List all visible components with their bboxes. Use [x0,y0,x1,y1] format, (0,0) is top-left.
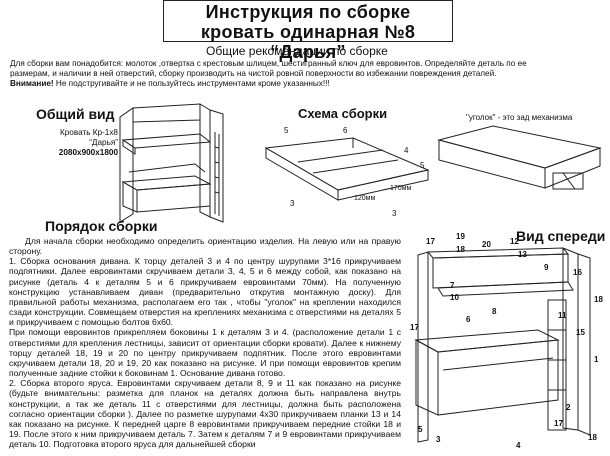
front-label-12: 12 [510,237,519,246]
corner-note: "уголок" - это зад механизма [466,113,573,122]
front-label-13: 13 [518,250,527,259]
title-line-2: кровать одинарная №8 “Дарья” [200,22,416,62]
title-box: Инструкция по сборке кровать одинарная №… [163,0,453,62]
scheme-label-5a: 5 [284,126,289,135]
model-dimensions: 2080х900х1800 [58,148,118,157]
front-label-11: 11 [558,311,567,320]
front-label-6: 6 [466,315,471,324]
order-paragraph-intro: Для начала сборки необходимо определить … [9,236,401,257]
intro-warning: Внимание! Не подстругивайте и не пользуй… [10,79,606,89]
front-label-7: 7 [450,281,455,290]
front-label-9: 9 [544,263,549,272]
general-view-heading: Общий вид [36,106,115,122]
front-label-2: 2 [566,403,571,412]
warning-text: Не подстругивайте и не пользуйтесь инстр… [53,79,330,89]
sofa-mechanism-diagram [437,125,602,190]
general-view-caption: Кровать Кр-1х8 “Дарья” 2080х900х1800 [38,128,118,158]
intro-text: Для сборки вам понадобится: молоток ,отв… [10,59,606,90]
intro-line-1: Для сборки вам понадобится: молоток ,отв… [10,59,527,68]
scheme-label-120mm: 120мм [354,195,375,202]
title-line-1: Инструкция по сборке [205,2,411,22]
front-label-16: 16 [573,268,582,277]
scheme-label-170mm: 170мм [390,185,411,192]
order-paragraph-1: 1. Сборка основания дивана. К торцу дета… [9,256,401,328]
front-view-diagram: 17 19 20 18 12 13 9 16 7 10 11 8 15 17 6… [410,232,603,450]
assembly-scheme-diagram: 5 4 6 3 5 170мм 120мм 3 [264,126,430,218]
subtitle: Общие рекомендации по сборке [206,44,388,58]
intro-line-2: размерам, и наличии в ней отверстий, сбо… [10,69,497,79]
front-label-20: 20 [482,240,491,249]
warning-label: Внимание! [10,79,54,89]
scheme-label-6: 6 [343,126,348,135]
assembly-order-heading: Порядок сборки [45,218,158,234]
scheme-label-3a: 3 [290,199,295,208]
order-paragraph-1b: При помощи евровинтов прикрепляем бокови… [9,327,401,379]
scheme-label-3b: 3 [392,209,397,218]
bunk-bed-illustration [119,103,224,223]
front-label-15: 15 [576,328,585,337]
scheme-label-4: 4 [404,146,409,155]
front-label-10: 10 [450,293,459,302]
front-label-4: 4 [516,441,521,450]
front-label-18a: 18 [456,245,465,254]
front-label-17b: 17 [410,323,419,332]
assembly-scheme-heading: Схема сборки [298,106,388,121]
scheme-label-5b: 5 [420,161,425,170]
front-label-17a: 17 [426,237,435,246]
front-label-5: 5 [418,425,423,434]
front-view-heading: Вид спереди [516,228,606,244]
front-label-8: 8 [492,307,497,316]
model-title: “Дарья” [89,138,118,147]
front-label-3: 3 [436,435,441,444]
front-label-18c: 18 [588,433,597,442]
order-paragraph-2: 2. Сборка второго яруса. Евровинтами скр… [9,378,401,450]
front-label-17c: 17 [554,419,563,428]
front-label-19: 19 [456,232,465,241]
assembly-order-text: Для начала сборки необходимо определить … [9,236,401,449]
front-label-1: 1 [594,355,599,364]
front-label-18b: 18 [594,295,603,304]
model-name: Кровать Кр-1х8 [59,128,118,137]
